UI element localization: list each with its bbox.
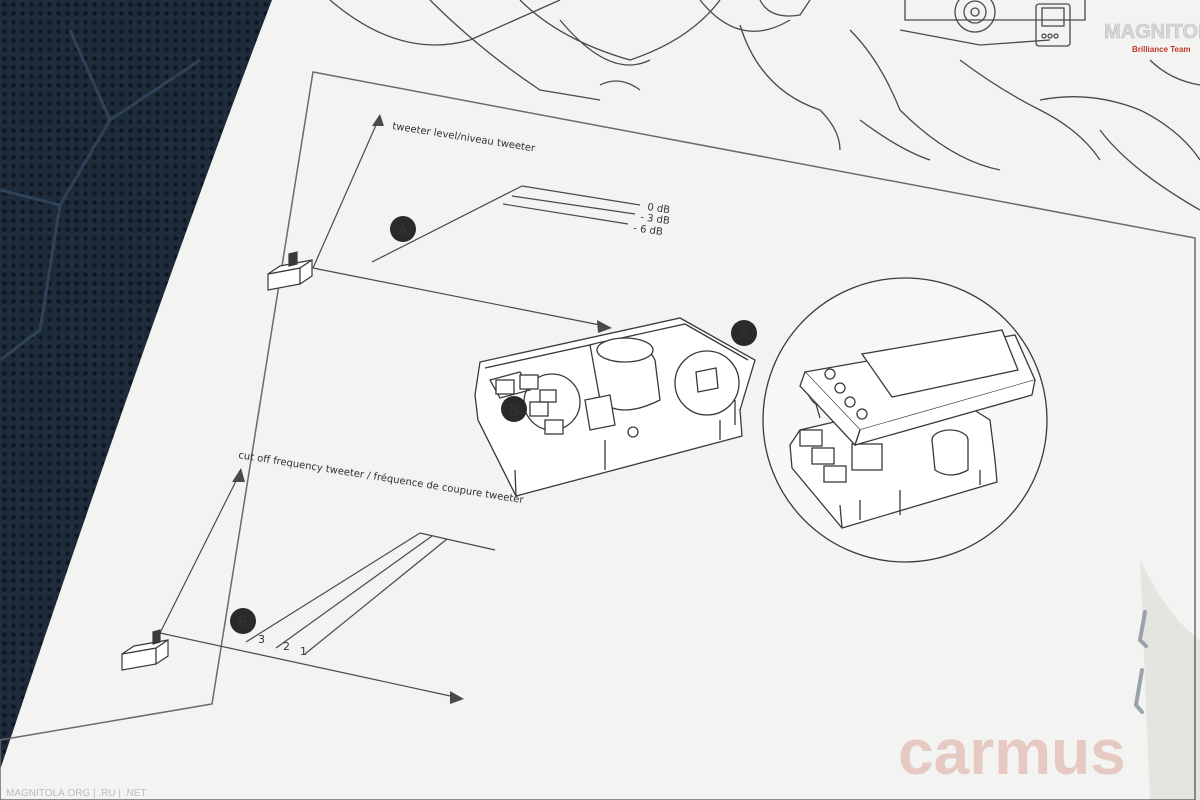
- watermark-brilliance-team: Brilliance Team: [1132, 45, 1191, 54]
- freq-position-3: 3: [258, 633, 265, 646]
- frequency-switch-icon: [121, 629, 169, 671]
- svg-text:A: A: [398, 221, 409, 239]
- watermark-carmus: carmus: [898, 716, 1126, 788]
- level-3db: - 3 dB: [640, 212, 671, 227]
- speaker-kit-icon: [954, 0, 1071, 47]
- fabric-seams: [0, 29, 201, 362]
- crossover-box: [474, 317, 756, 497]
- badge-a-chart: A: [390, 216, 416, 242]
- freq-position-2: 2: [283, 640, 290, 653]
- diagram-frame: [0, 71, 1196, 800]
- watermark-magnitola-url: MAGNITOLA.ORG | .RU | .NET: [6, 788, 147, 799]
- level-switch-icon: [267, 251, 313, 291]
- level-0db: 0 dB: [647, 202, 671, 216]
- svg-text:B: B: [509, 401, 519, 419]
- watermark-magnitola: MAGNITOLA: [1104, 21, 1200, 43]
- binding-staples: [1133, 610, 1148, 714]
- freq-position-1: 1: [300, 645, 307, 658]
- svg-text:A: A: [739, 325, 750, 343]
- top-car-illustration: [329, 0, 1200, 211]
- badge-b-chart: B: [230, 608, 256, 634]
- detail-magnifier: [762, 277, 1048, 563]
- level-chart: [312, 114, 641, 333]
- svg-text:B: B: [238, 613, 248, 631]
- paper-shadow: [1140, 560, 1200, 800]
- badge-a-crossover: A: [731, 320, 757, 346]
- frequency-chart: [159, 468, 496, 704]
- badge-b-crossover: B: [501, 396, 527, 422]
- level-6db: - 6 dB: [633, 223, 664, 238]
